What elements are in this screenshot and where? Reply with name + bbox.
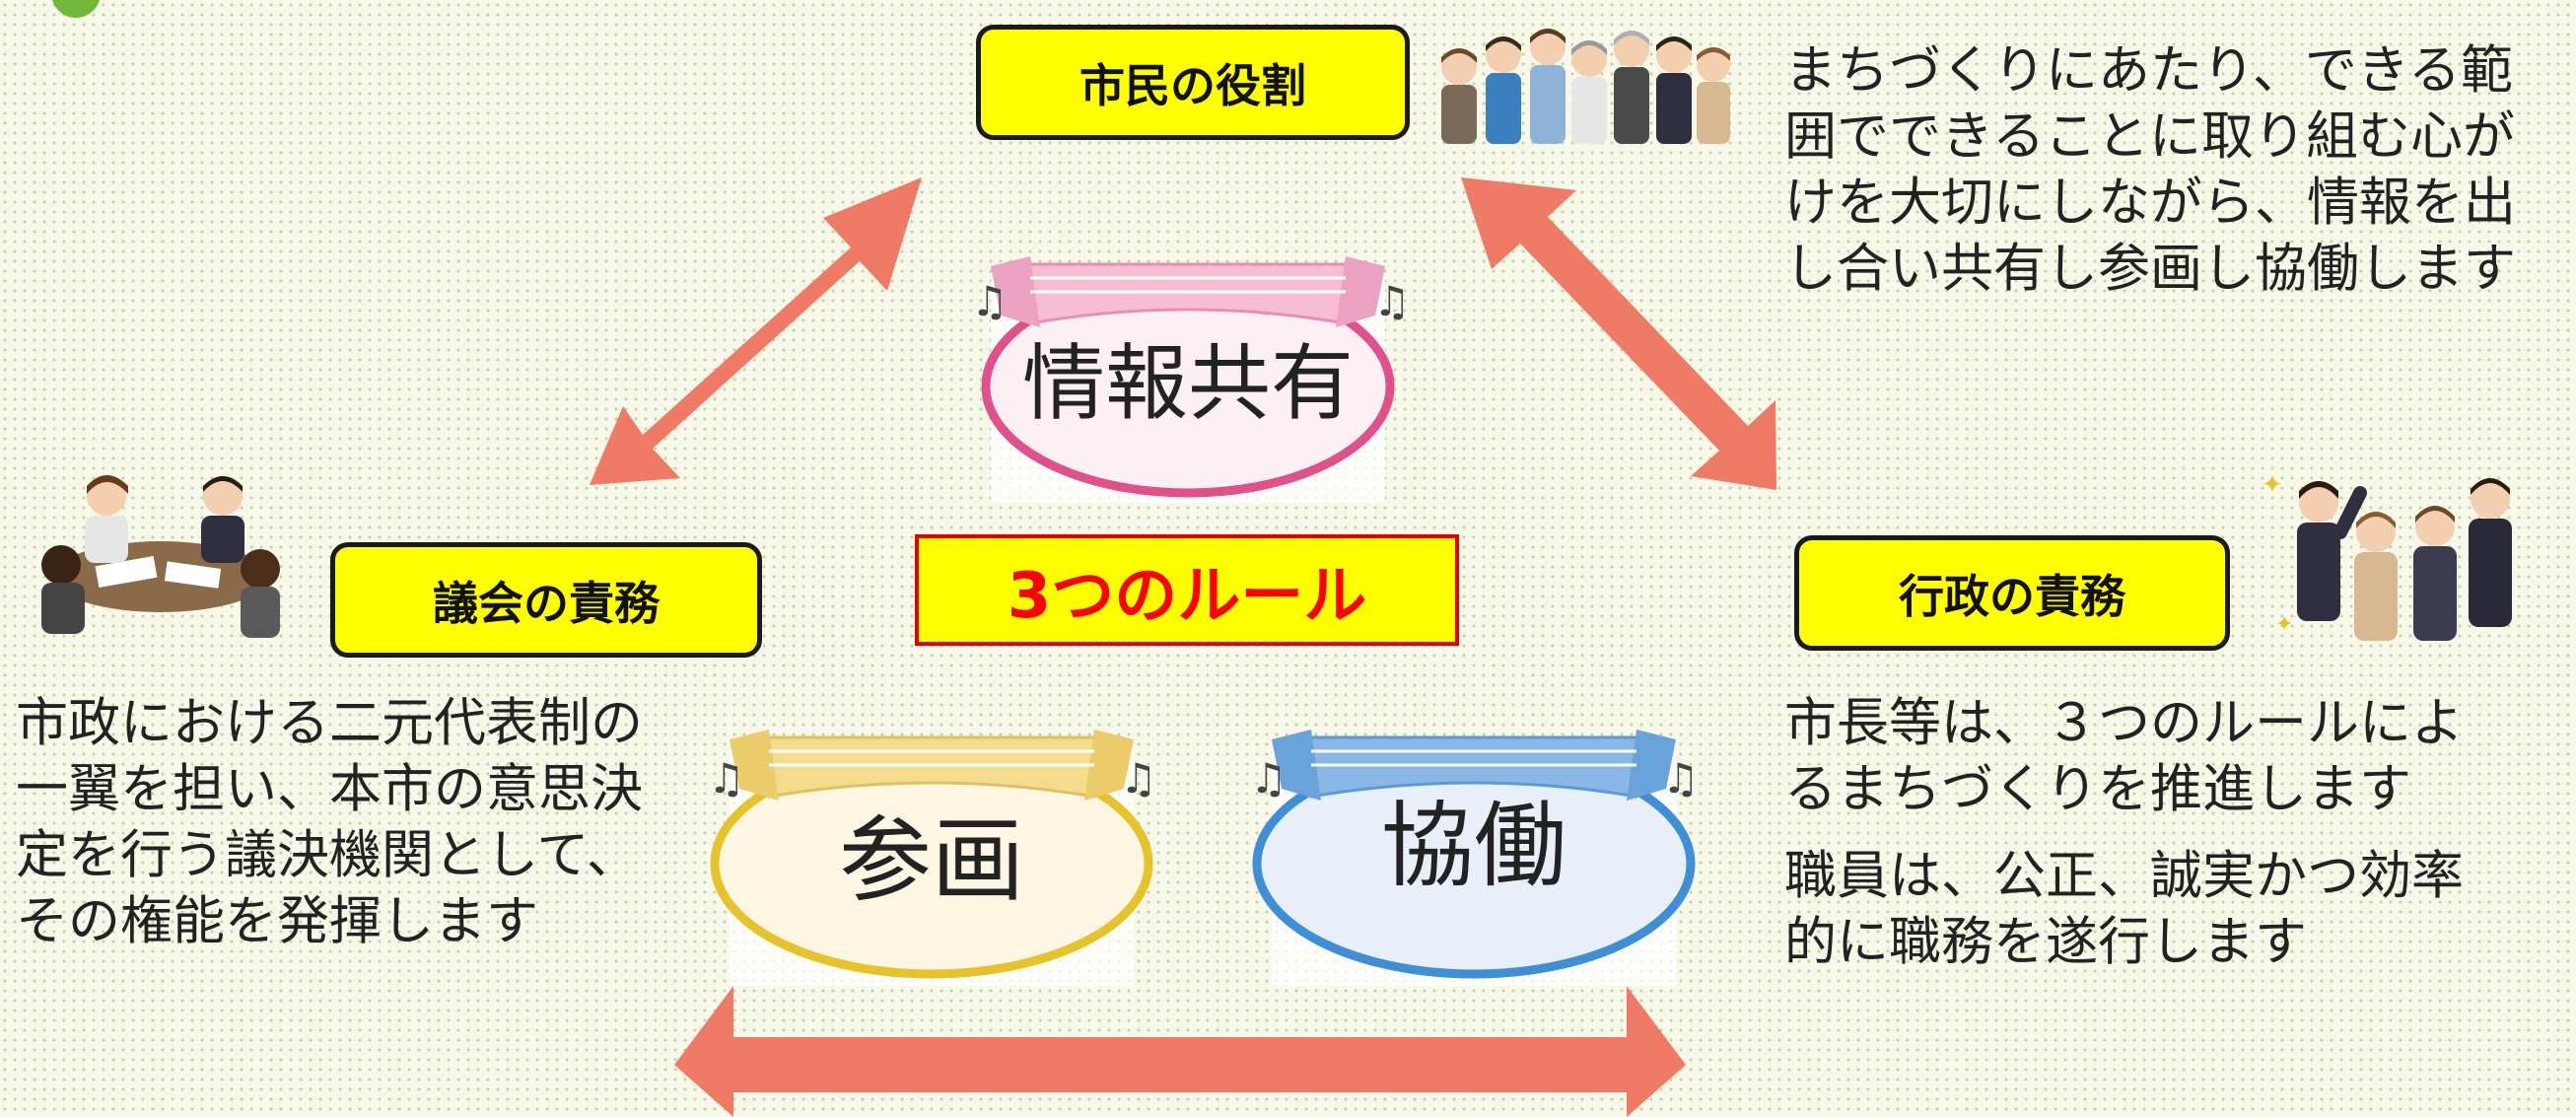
- staff-group-illustration: ✦ ✦: [2262, 470, 2512, 641]
- arrow-council-administration: [674, 986, 1686, 1117]
- council-meeting-illustration: [41, 475, 280, 638]
- note-icon: ♫: [1662, 754, 1700, 803]
- council-role-label: 議会の責務: [330, 542, 762, 658]
- collaboration-label: 協働: [1381, 793, 1566, 900]
- citizen-role-label: 市民の役割: [976, 25, 1410, 140]
- note-icon: ♫: [1120, 754, 1157, 803]
- info-sharing-label: 情報共有: [1022, 335, 1354, 432]
- arrow-citizen-council: [590, 177, 922, 485]
- administration-role-label: 行政の責務: [1794, 535, 2230, 651]
- sparkle-icon: ✦: [2275, 612, 2293, 637]
- note-icon: ♫: [708, 754, 745, 803]
- administration-mayor-description: 市長等は、３つのルールによ るまちづくりを推進します: [1784, 693, 2464, 819]
- corner-dot: [51, 0, 101, 18]
- rule-badge-collaboration: ♫ ♫ 協働: [1250, 730, 1700, 986]
- arrow-citizen-administration: [1461, 177, 1776, 490]
- note-icon: ♫: [971, 277, 1009, 325]
- citizens-group-illustration: [1441, 29, 1730, 144]
- sparkle-icon: ✦: [2262, 470, 2283, 500]
- council-role-description: 市政における二元代表制の 一翼を担い、本市の意思決 定を行う議決機関として、 そ…: [16, 693, 643, 951]
- note-icon: ♫: [1373, 277, 1411, 325]
- citizen-role-description: まちづくりにあたり、できる範 囲でできることに取り組む心が けを大切にしながら、…: [1784, 40, 2516, 299]
- rule-badge-participation: ♫ ♫ 参画: [708, 730, 1157, 986]
- participation-label: 参画: [839, 807, 1024, 915]
- administration-staff-description: 職員は、公正、誠実かつ効率 的に職務を遂行します: [1784, 846, 2464, 972]
- rule-badge-info-sharing: ♫ ♫ 情報共有: [971, 256, 1411, 503]
- note-icon: ♫: [1250, 754, 1288, 803]
- three-rules-title: 3つのルール: [915, 534, 1459, 646]
